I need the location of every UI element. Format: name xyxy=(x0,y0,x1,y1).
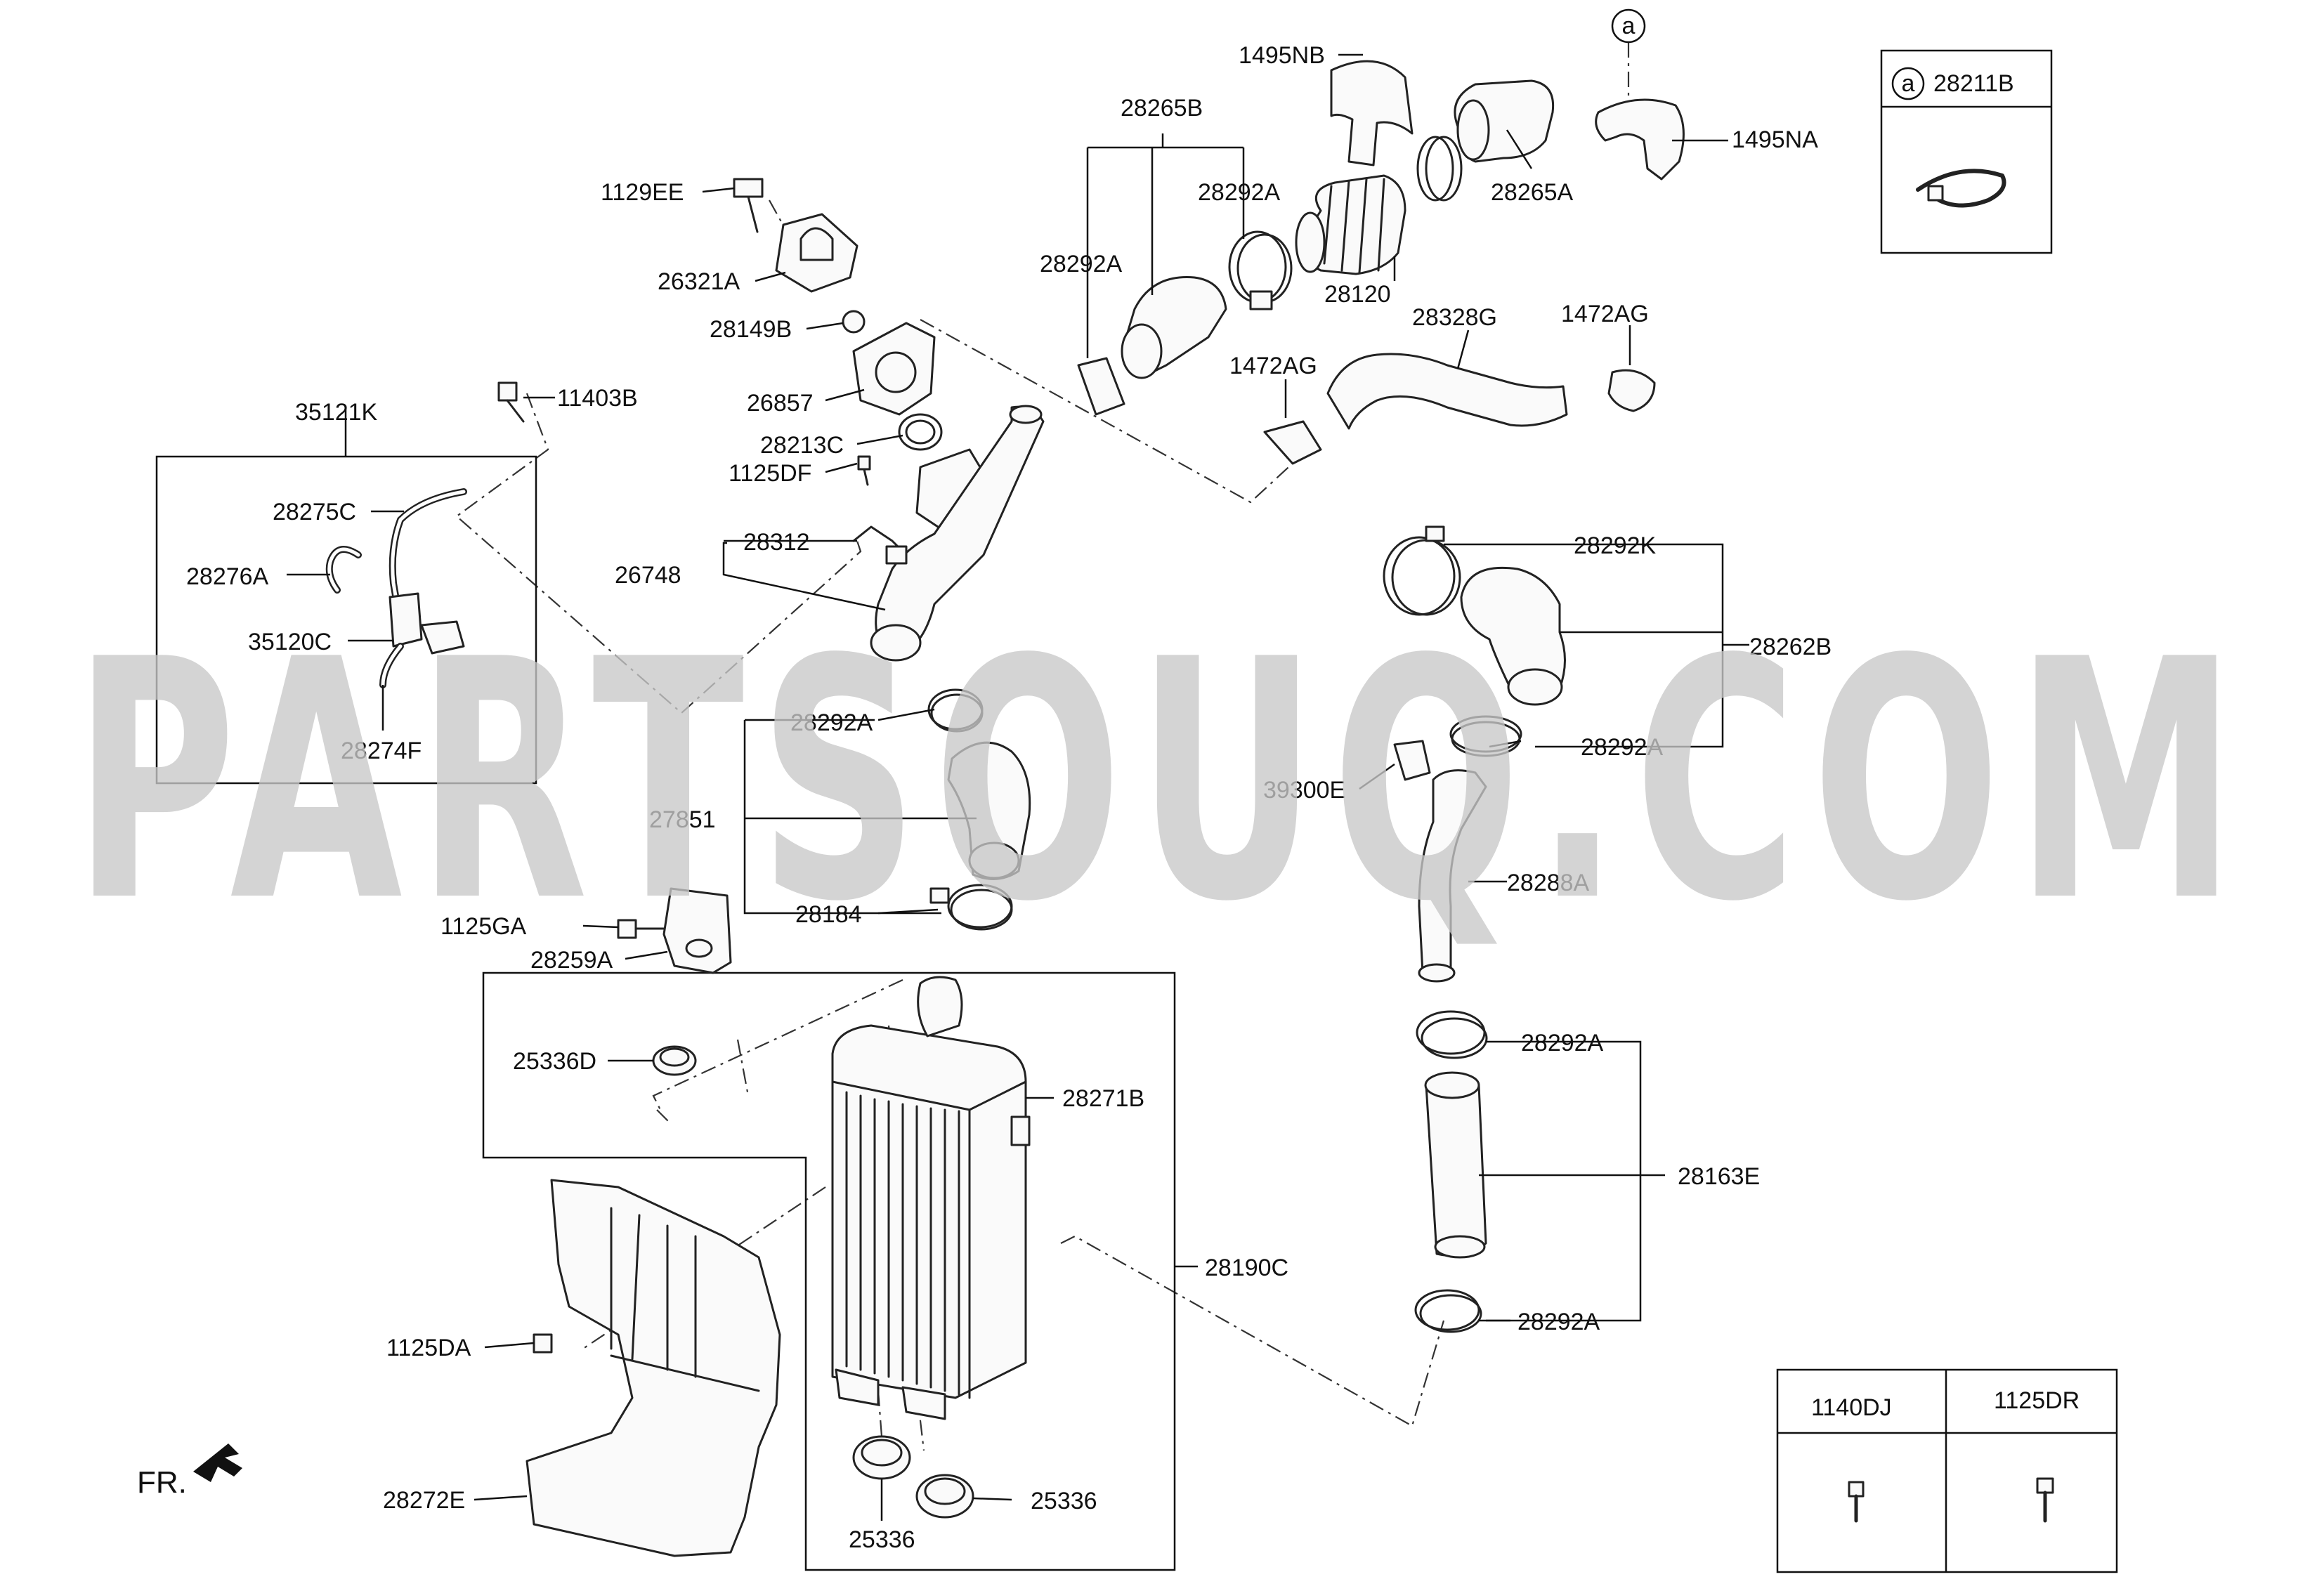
label-28292k[interactable]: 28292K xyxy=(1574,532,1657,559)
label-28312[interactable]: 28312 xyxy=(743,529,810,556)
label-28292a-2[interactable]: 28292A xyxy=(1040,251,1123,277)
label-1125da[interactable]: 1125DA xyxy=(386,1335,471,1361)
label-28275c[interactable]: 28275C xyxy=(273,499,356,525)
label-28163e[interactable]: 28163E xyxy=(1678,1163,1760,1190)
legend-box xyxy=(1880,49,2053,254)
direction-label: FR. xyxy=(137,1465,187,1500)
label-26321a[interactable]: 26321A xyxy=(658,268,740,295)
label-28213c[interactable]: 28213C xyxy=(760,432,844,459)
watermark-text: PARTSOUQ.COM xyxy=(73,589,2251,974)
fastener-col1[interactable]: 1140DJ xyxy=(1811,1394,1892,1421)
label-1125ga[interactable]: 1125GA xyxy=(440,913,527,940)
label-28271b[interactable]: 28271B xyxy=(1062,1085,1144,1112)
box-28190c xyxy=(482,971,1176,1571)
legend-letter: a xyxy=(1902,70,1915,97)
intercooler-28271b xyxy=(831,1024,1027,1399)
fastener-table xyxy=(1776,1368,2118,1573)
label-28265a[interactable]: 28265A xyxy=(1491,179,1574,206)
hose-28262b xyxy=(1460,566,1566,697)
leader-lines xyxy=(287,53,1749,1521)
label-28292a-3[interactable]: 28292A xyxy=(790,709,873,736)
label-28288a[interactable]: 28288A xyxy=(1507,870,1590,896)
label-28274f[interactable]: 28274F xyxy=(341,738,422,764)
label-28292a-1[interactable]: 28292A xyxy=(1198,179,1281,206)
part-drawings xyxy=(193,60,2054,1557)
label-28184[interactable]: 28184 xyxy=(795,901,862,928)
label-11403b[interactable]: 11403B xyxy=(557,385,638,412)
label-25336-2[interactable]: 25336 xyxy=(1031,1488,1097,1514)
label-28292a-4[interactable]: 28292A xyxy=(1581,734,1664,761)
callout-a: a a xyxy=(1611,8,1925,100)
hose-27851 xyxy=(947,741,1031,880)
label-28292a-6[interactable]: 28292A xyxy=(1517,1309,1600,1335)
fr-arrow-icon xyxy=(193,1443,242,1482)
pipe-28163e xyxy=(1425,1077,1487,1257)
heat-shield-1495nb xyxy=(1330,60,1414,166)
label-1472ag-1[interactable]: 1472AG xyxy=(1561,301,1649,327)
label-1125df[interactable]: 1125DF xyxy=(729,460,811,487)
callout-letter: a xyxy=(1622,13,1636,39)
label-35121k[interactable]: 35121K xyxy=(295,399,378,426)
label-27851[interactable]: 27851 xyxy=(649,806,716,833)
label-25336d[interactable]: 25336D xyxy=(513,1048,596,1075)
label-28276a[interactable]: 28276A xyxy=(186,563,269,590)
label-28120[interactable]: 28120 xyxy=(1324,281,1391,308)
group-boxes xyxy=(155,49,2118,1573)
label-35120c[interactable]: 35120C xyxy=(248,629,332,655)
legend-part[interactable]: 28211B xyxy=(1933,70,2014,97)
label-25336-1[interactable]: 25336 xyxy=(849,1526,915,1553)
label-1472ag-2[interactable]: 1472AG xyxy=(1229,353,1317,379)
duct-28272e xyxy=(525,1179,781,1557)
label-1495nb[interactable]: 1495NB xyxy=(1239,42,1325,69)
sensor-39300e xyxy=(1393,740,1431,781)
fastener-col2[interactable]: 1125DR xyxy=(1994,1387,2080,1414)
label-28149b[interactable]: 28149B xyxy=(710,316,792,343)
label-28328g[interactable]: 28328G xyxy=(1412,304,1497,331)
label-28272e[interactable]: 28272E xyxy=(383,1487,465,1514)
label-26857[interactable]: 26857 xyxy=(747,390,814,417)
hose-28328g xyxy=(1326,353,1568,430)
label-28190c[interactable]: 28190C xyxy=(1205,1255,1288,1281)
solenoid-35120c xyxy=(389,592,423,648)
bracket-26321a xyxy=(775,213,859,293)
label-1495na[interactable]: 1495NA xyxy=(1732,126,1818,153)
bracket-26857 xyxy=(852,322,936,416)
label-39300e[interactable]: 39300E xyxy=(1263,777,1345,804)
label-26748[interactable]: 26748 xyxy=(615,562,681,589)
pipe-28288a xyxy=(1418,769,1487,974)
label-28262b[interactable]: 28262B xyxy=(1749,634,1832,660)
part-labels: 1495NB 28265B 1495NA 1129EE 28292A 28265… xyxy=(137,42,2080,1553)
label-28265b[interactable]: 28265B xyxy=(1121,95,1203,122)
label-1129ee[interactable]: 1129EE xyxy=(601,179,684,206)
label-28292a-5[interactable]: 28292A xyxy=(1521,1030,1604,1056)
bracket-28259a xyxy=(662,887,732,974)
heat-shield-1495na xyxy=(1595,98,1685,181)
label-28259a[interactable]: 28259A xyxy=(530,947,613,974)
